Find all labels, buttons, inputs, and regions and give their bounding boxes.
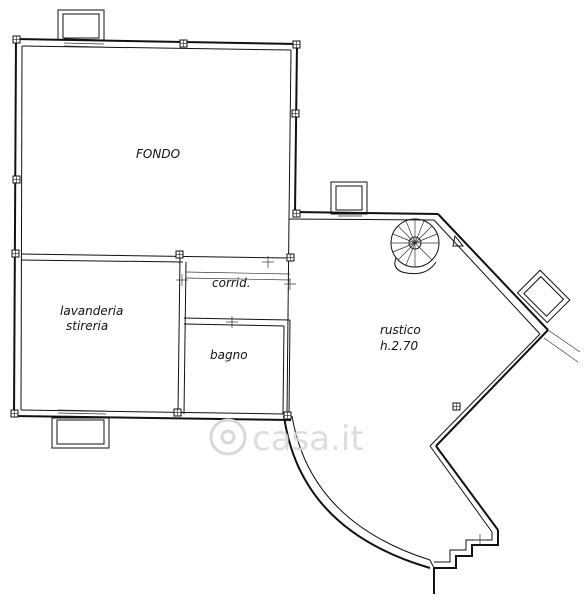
pillar xyxy=(291,109,300,118)
rustico-walls xyxy=(286,211,581,594)
bottom-window xyxy=(51,409,110,449)
watermark: casa.it xyxy=(209,418,364,459)
spiral-staircase xyxy=(390,218,440,275)
room-label-corridoio: corrid. xyxy=(212,276,251,290)
rustico-right-window xyxy=(516,269,571,324)
pillars xyxy=(10,35,461,420)
pillar xyxy=(12,35,21,44)
pillar xyxy=(292,40,301,49)
room-label-stireria: stireria xyxy=(66,319,108,333)
pillar xyxy=(286,253,295,262)
main-block-walls xyxy=(13,38,298,421)
pillar xyxy=(283,411,292,420)
room-label-lavanderia: lavanderia xyxy=(60,304,123,318)
watermark-text: casa.it xyxy=(252,419,364,459)
pillar xyxy=(10,409,19,418)
pillar xyxy=(175,250,184,259)
rustico-top-window xyxy=(330,181,368,217)
room-label-rustico-height: h.2.70 xyxy=(380,339,419,353)
interior-partitions xyxy=(20,253,291,415)
room-label-rustico: rustico xyxy=(380,323,421,337)
room-label-bagno: bagno xyxy=(210,348,248,362)
curved-wall xyxy=(283,415,435,569)
pillar xyxy=(11,249,20,258)
pillar xyxy=(173,408,182,417)
room-label-fondo: FONDO xyxy=(136,147,180,161)
pillar xyxy=(179,39,188,48)
top-window xyxy=(57,9,105,48)
triangle-marker xyxy=(452,234,465,247)
cross-marks xyxy=(176,256,486,546)
pillar xyxy=(452,402,461,411)
pillar xyxy=(292,209,301,218)
pillar xyxy=(12,175,21,184)
